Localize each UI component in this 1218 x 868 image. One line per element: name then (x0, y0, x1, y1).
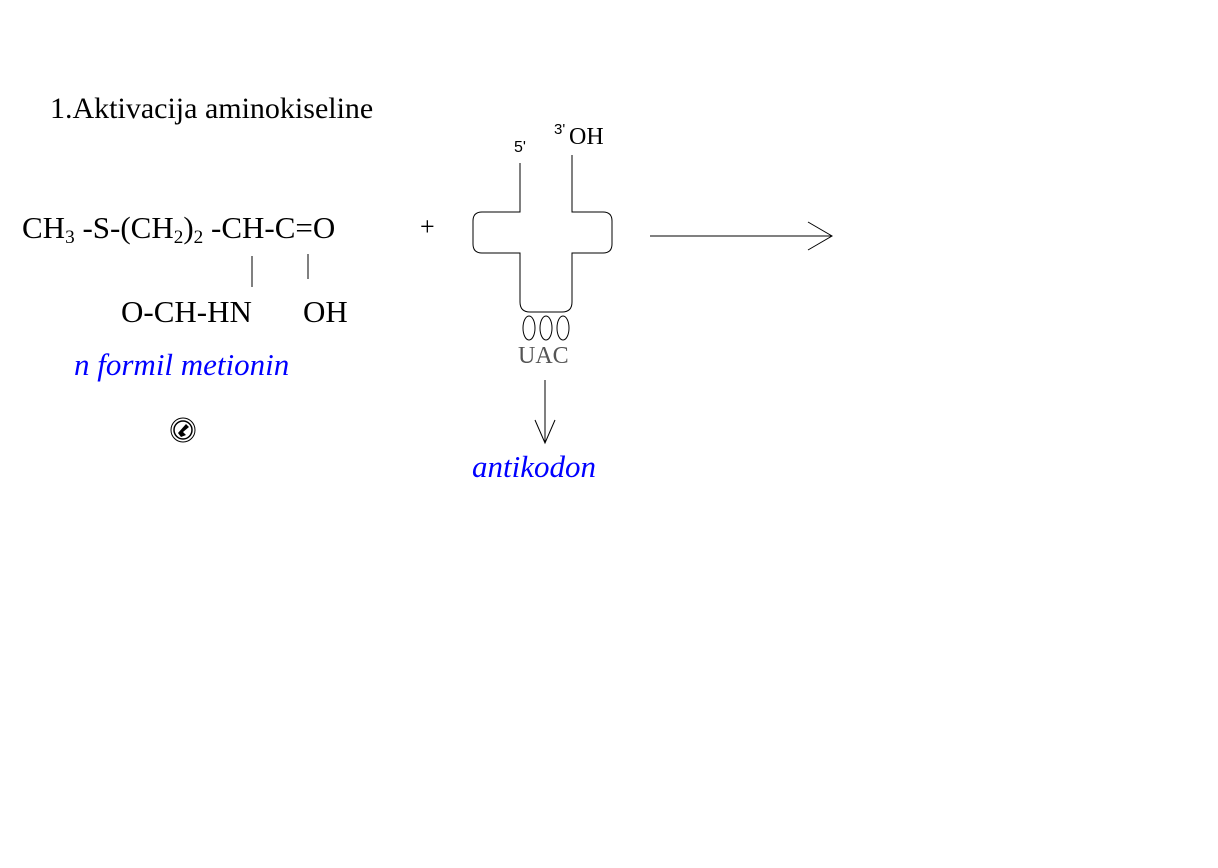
anticodon-bases: UAC (518, 343, 569, 369)
slide-title: 1.Aktivacija aminokiseline (50, 92, 374, 125)
formula-part: ) (183, 210, 194, 245)
trna-cloverleaf (472, 155, 613, 313)
five-prime-label: 5' (514, 139, 526, 156)
anticodon-label: antikodon (472, 449, 596, 484)
formula-subscript: 2 (193, 226, 204, 248)
formula-part: CH (22, 210, 66, 245)
anticodon-base-loop (556, 315, 570, 341)
formyl-group: O-CH-HN (121, 294, 252, 329)
formula-part: -S-(CH (74, 210, 174, 245)
anticodon-base-loop (539, 315, 553, 341)
molecule-label: n formil metionin (74, 347, 290, 382)
down-arrow (534, 380, 556, 445)
sound-action-icon[interactable] (170, 417, 196, 443)
plus-sign: + (420, 212, 435, 241)
reaction-arrow (650, 221, 833, 251)
oh-label: OH (569, 124, 604, 150)
three-prime-label: 3' (554, 121, 566, 138)
hydroxyl-group: OH (303, 294, 348, 329)
anticodon-base-loop (522, 315, 536, 341)
formula-subscript: 3 (65, 226, 75, 248)
formula-part: -CH-C=O (203, 210, 336, 245)
formula-main-chain: CH3 -S-(CH2)2 -CH-C=O (22, 212, 335, 247)
formula-subscript: 2 (173, 226, 184, 248)
